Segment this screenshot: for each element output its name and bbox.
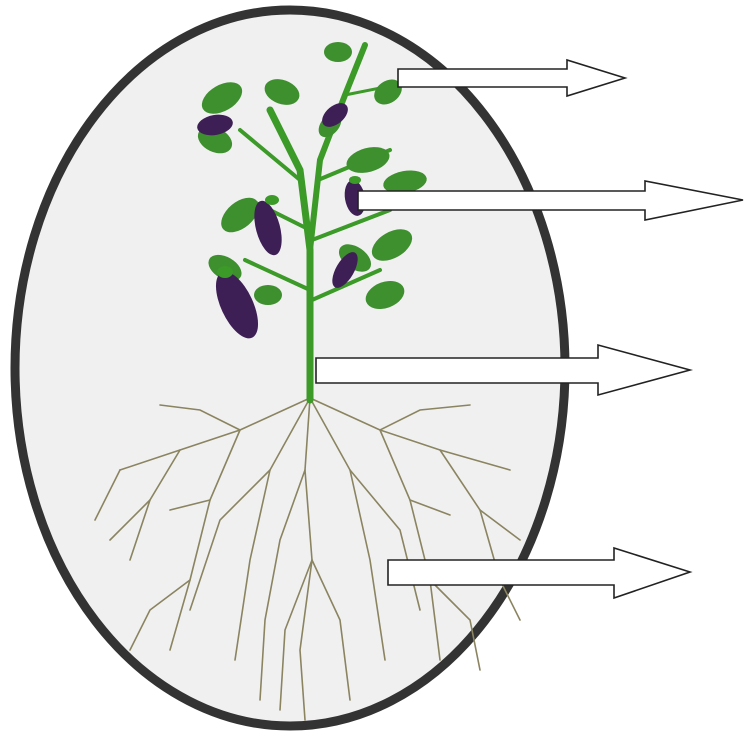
plant-diagram: [0, 0, 745, 738]
